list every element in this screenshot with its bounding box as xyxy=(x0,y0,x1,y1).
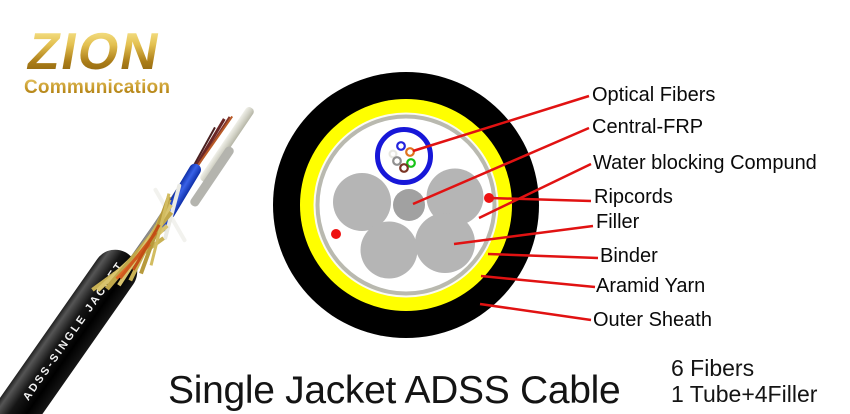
product-title: Single Jacket ADSS Cable xyxy=(168,369,621,412)
ripcord-dot xyxy=(331,229,341,239)
callout-line-central-frp xyxy=(412,126,590,206)
central-frp-circle xyxy=(393,189,425,221)
callout-label-central-frp: Central-FRP xyxy=(592,116,704,138)
callout-label-binder: Binder xyxy=(600,245,658,267)
brand-tagline: Communication xyxy=(24,77,214,99)
callout-line-binder xyxy=(487,252,599,260)
callout-line-filler xyxy=(453,224,594,246)
callout-line-aramid-yarn xyxy=(480,274,596,289)
callout-line-optical-fibers xyxy=(412,94,590,153)
optical-fiber-dot xyxy=(405,147,415,157)
filler-circle xyxy=(426,168,484,226)
callout-label-ripcords: Ripcords xyxy=(594,186,673,208)
optical-fiber-dot xyxy=(396,141,406,151)
spec-fibers: 6 Fibers xyxy=(671,355,755,381)
callout-label-outer-sheath: Outer Sheath xyxy=(593,309,712,331)
callout-label-aramid-yarn: Aramid Yarn xyxy=(596,275,706,297)
optical-fiber-dot xyxy=(406,158,416,168)
optical-fiber-dot xyxy=(388,149,398,159)
callout-label-filler: Filler xyxy=(596,211,640,233)
filler-circle xyxy=(360,221,418,279)
callout-line-ripcords xyxy=(489,196,592,203)
filler-circle xyxy=(415,213,475,273)
ripcord-dot xyxy=(484,193,494,203)
callout-label-optical-fibers: Optical Fibers xyxy=(592,84,716,106)
optical-fiber-dot xyxy=(392,156,402,166)
product-spec: 6 Fibers 1 Tube+4Filler xyxy=(671,355,817,407)
optical-fiber-dot xyxy=(399,163,409,173)
spec-structure: 1 Tube+4Filler xyxy=(671,381,818,407)
filler-circle xyxy=(333,173,391,231)
brand-logo: ZION Communication xyxy=(23,23,214,99)
loose-tube-circle xyxy=(375,127,433,185)
callout-line-water-blocking xyxy=(478,162,592,220)
callout-line-outer-sheath xyxy=(479,302,592,322)
callout-label-water-blocking: Water blocking Compund xyxy=(593,152,817,174)
